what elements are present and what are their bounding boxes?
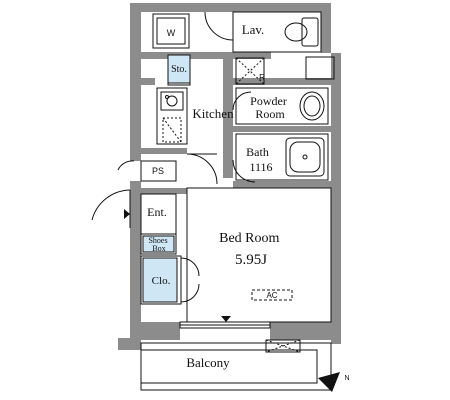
bedroom-label-name: Bed Room [219, 231, 279, 246]
refrigerator-label: R [259, 73, 265, 82]
lavatory-label: Lav. [242, 22, 265, 37]
shoes-box-label-1: Shoes [148, 236, 167, 245]
kitchen-label: Kitchen [192, 106, 234, 121]
pipe-space-label: PS [152, 166, 164, 176]
balcony-door-arrow-icon [221, 316, 231, 322]
shoes-box-label-2: Box [152, 244, 165, 253]
storage-label: Sto. [171, 64, 187, 75]
aircon-label: AC [266, 291, 277, 300]
entrance-label: Ent. [147, 205, 167, 219]
powder-room-label-2: Room [255, 107, 285, 121]
compass-north-label: N [344, 375, 349, 382]
powder-room-label-1: Powder [250, 94, 287, 108]
interior-walls [141, 52, 331, 194]
bath-label: Bath 1116 [246, 145, 272, 174]
balcony-label: Balcony [186, 355, 230, 370]
entrance-arrow-icon [124, 209, 130, 219]
compass-icon [318, 372, 340, 392]
bedroom-label: Bed Room 5.95J [219, 231, 283, 268]
storage-fills [142, 54, 191, 303]
powder-room-label: Powder Room [250, 94, 290, 121]
washer-label: W [167, 28, 176, 38]
exterior-walls [118, 3, 341, 350]
shoes-box-label: Shoes Box [148, 236, 169, 253]
closet-label: Clo. [152, 275, 171, 287]
bath-label-1: Bath [246, 145, 269, 159]
bedroom-label-size: 5.95J [235, 252, 267, 268]
bath-label-2: 1116 [249, 160, 272, 174]
door-swings [91, 11, 256, 303]
